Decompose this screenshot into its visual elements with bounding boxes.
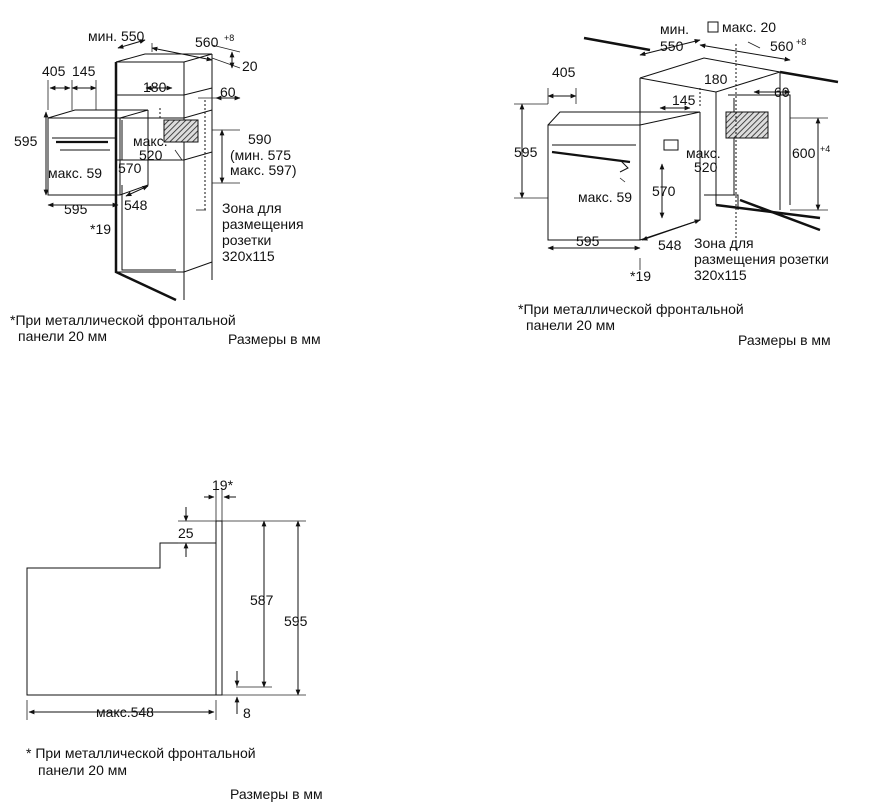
dim2-min550-line1: мин. (660, 21, 689, 37)
footnote-1-line1: *При металлической фронтальной (10, 312, 236, 328)
dim2-max520-line1: макс. (686, 145, 721, 161)
dim2-145: 145 (672, 92, 696, 108)
dim3-25: 25 (178, 525, 194, 541)
dim2-560: 560 (770, 38, 794, 54)
socket-zone-label-2: размещения (222, 216, 304, 232)
dim-max520-line2: 520 (139, 147, 163, 163)
dim2-600: 600 (792, 145, 816, 161)
dim-590-line1: 590 (248, 131, 272, 147)
oven-side-outline (26, 520, 223, 696)
max20-box-icon (707, 21, 719, 33)
dim-max59: макс. 59 (48, 165, 102, 181)
dim2-min550-line2: 550 (660, 38, 684, 54)
footnote-2-line1: *При металлической фронтальной (518, 301, 744, 317)
socket-zone2-label-2: размещения розетки (694, 251, 829, 267)
units-label-2: Размеры в мм (738, 332, 831, 348)
dim-560-sup: +8 (224, 33, 234, 43)
dim2-max20: макс. 20 (722, 19, 776, 35)
dim2-180: 180 (704, 71, 728, 87)
dim2-595-horizontal: 595 (576, 233, 600, 249)
diagram-tall-cabinet: мин. 550 560 +8 20 405 145 180 60 595 ма… (10, 28, 321, 347)
socket-zone2-label-1: Зона для (694, 235, 754, 251)
dim-20: 20 (242, 58, 258, 74)
dim3-19: 19* (212, 477, 234, 493)
units-label-1: Размеры в мм (228, 331, 321, 347)
footnote-1-line2: панели 20 мм (18, 328, 107, 344)
dim-19: *19 (90, 221, 111, 237)
dim-180: 180 (143, 79, 167, 95)
diagram-under-counter: мин. 550 макс. 20 560 +8 405 180 145 60 … (514, 19, 839, 348)
oven-unit-1 (47, 109, 149, 196)
dim-548: 548 (124, 197, 148, 213)
dim2-560-sup: +8 (796, 37, 806, 47)
dim-405: 405 (42, 63, 66, 79)
dim-595-vertical: 595 (14, 133, 38, 149)
dim3-595: 595 (284, 613, 308, 629)
socket-zone-label-4: 320x115 (222, 248, 275, 264)
dim2-60: 60 (774, 84, 790, 100)
socket-zone-label-1: Зона для (222, 200, 282, 216)
footnote-3-line2: панели 20 мм (38, 762, 127, 778)
dim-min550: мин. 550 (88, 28, 145, 44)
dim2-548: 548 (658, 237, 682, 253)
dim2-405: 405 (552, 64, 576, 80)
oven-unit-2 (547, 111, 701, 241)
dim2-max520-line2: 520 (694, 159, 718, 175)
dim-560: 560 (195, 34, 219, 50)
dim2-595-vertical: 595 (514, 144, 538, 160)
diagram-side-profile: 19* 25 587 595 макс.548 8 * При металлич… (26, 477, 323, 802)
socket-zone-2 (725, 111, 769, 139)
dim2-19: *19 (630, 268, 651, 284)
units-label-3: Размеры в мм (230, 786, 323, 802)
dim2-600-sup: +4 (820, 144, 830, 154)
socket-zone2-label-3: 320x115 (694, 267, 747, 283)
dim-590-line3: макс. 597) (230, 162, 297, 178)
dim2-570: 570 (652, 183, 676, 199)
socket-zone-1 (163, 119, 199, 143)
dim-590-line2: (мин. 575 (230, 147, 291, 163)
dim3-587: 587 (250, 592, 274, 608)
dim-145: 145 (72, 63, 96, 79)
dim3-max548: макс.548 (96, 704, 154, 720)
dim-max520-line1: макс. (133, 133, 168, 149)
dim-570: 570 (118, 160, 142, 176)
dim-60: 60 (220, 84, 236, 100)
footnote-3-line1: * При металлической фронтальной (26, 745, 256, 761)
dim-595-horizontal: 595 (64, 201, 88, 217)
socket-zone-label-3: розетки (222, 232, 271, 248)
dim2-max59: макс. 59 (578, 189, 632, 205)
footnote-2-line2: панели 20 мм (526, 317, 615, 333)
dim3-8: 8 (243, 705, 251, 721)
